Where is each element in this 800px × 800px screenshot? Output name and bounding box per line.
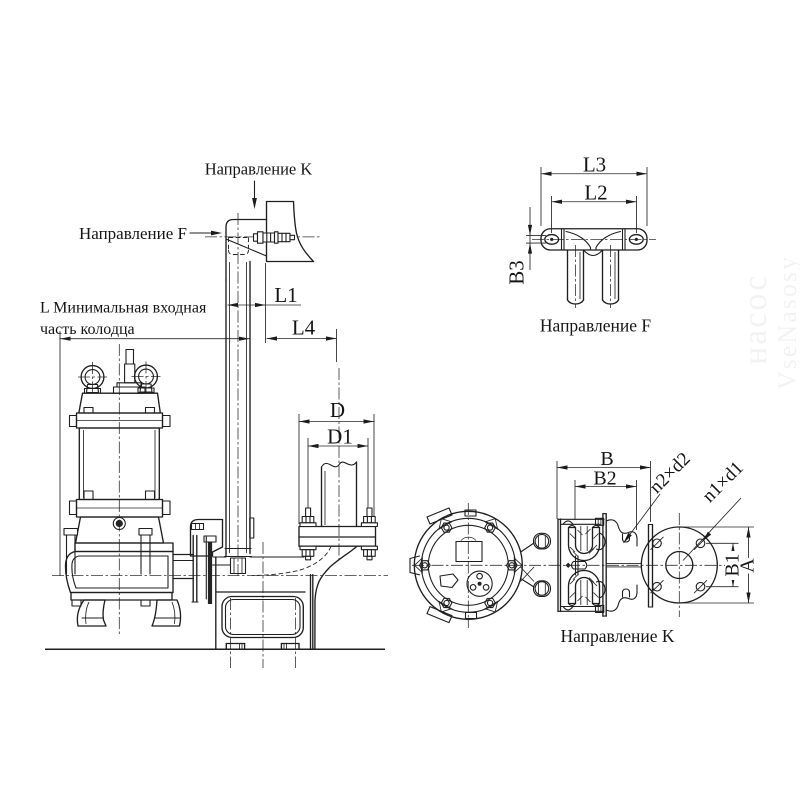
svg-text:L1: L1	[274, 283, 297, 307]
svg-text:Направление K: Направление K	[560, 626, 674, 646]
svg-text:B3: B3	[505, 260, 529, 285]
svg-text:VseNasosy: VseNasosy	[773, 255, 800, 390]
svg-text:Направление F: Направление F	[540, 316, 651, 336]
svg-text:D: D	[330, 398, 345, 422]
svg-text:Направление F: Направление F	[79, 224, 187, 243]
svg-text:L3: L3	[583, 153, 606, 177]
svg-text:B1: B1	[722, 553, 744, 576]
svg-text:Направление K: Направление K	[205, 160, 313, 179]
svg-text:L2: L2	[584, 181, 607, 205]
svg-text:часть колодца: часть колодца	[40, 321, 135, 338]
svg-text:насос: насос	[737, 274, 774, 365]
svg-text:A: A	[737, 558, 759, 573]
svg-text:B2: B2	[593, 468, 616, 490]
svg-text:L Минимальная входная: L Минимальная входная	[40, 300, 207, 317]
svg-text:L4: L4	[292, 316, 316, 340]
svg-text:D1: D1	[327, 425, 353, 449]
svg-text:B: B	[600, 448, 613, 470]
